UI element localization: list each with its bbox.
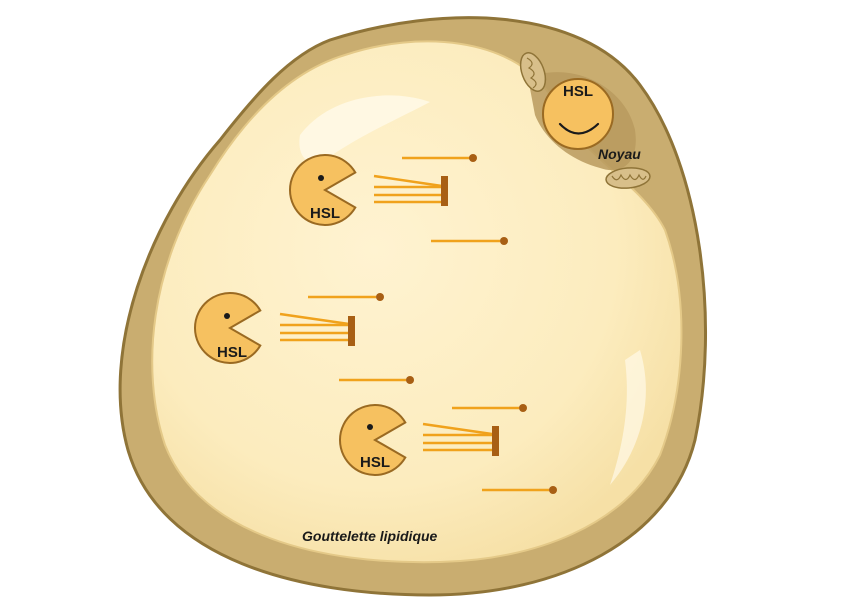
pacman-icon (193, 292, 262, 364)
triglyceride (373, 174, 448, 206)
mitochondrion (519, 52, 547, 92)
smiley-face-icon (542, 78, 614, 150)
triglyceride (279, 312, 355, 346)
enzyme-eye (224, 313, 230, 319)
triglyceride (422, 422, 499, 456)
free-fatty-acid (431, 237, 508, 245)
hsl-enzyme: HSL (288, 154, 357, 226)
pacman-icon (338, 404, 407, 476)
enzyme-label: HSL (360, 454, 390, 471)
enzyme-eye (367, 424, 373, 430)
smile (558, 122, 600, 135)
nucleus-label: Noyau (598, 146, 641, 162)
free-fatty-acid (452, 404, 527, 412)
droplet-highlight (299, 95, 430, 163)
hsl-enzyme: HSL (193, 292, 262, 364)
free-fatty-acid (308, 293, 384, 301)
pacman-icon (288, 154, 357, 226)
droplet-label: Gouttelette lipidique (302, 528, 438, 544)
nucleus-enzyme-label: HSL (563, 83, 593, 100)
nucleus-hsl-enzyme: HSL (542, 78, 614, 150)
enzyme-label: HSL (310, 205, 340, 222)
droplet-highlight (610, 350, 646, 485)
enzyme-label: HSL (217, 344, 247, 361)
mitochondrion (605, 167, 651, 189)
free-fatty-acid (402, 154, 477, 162)
free-fatty-acid (339, 376, 414, 384)
enzyme-eye (318, 175, 324, 181)
free-fatty-acid (482, 486, 557, 494)
hsl-enzyme: HSL (338, 404, 407, 476)
